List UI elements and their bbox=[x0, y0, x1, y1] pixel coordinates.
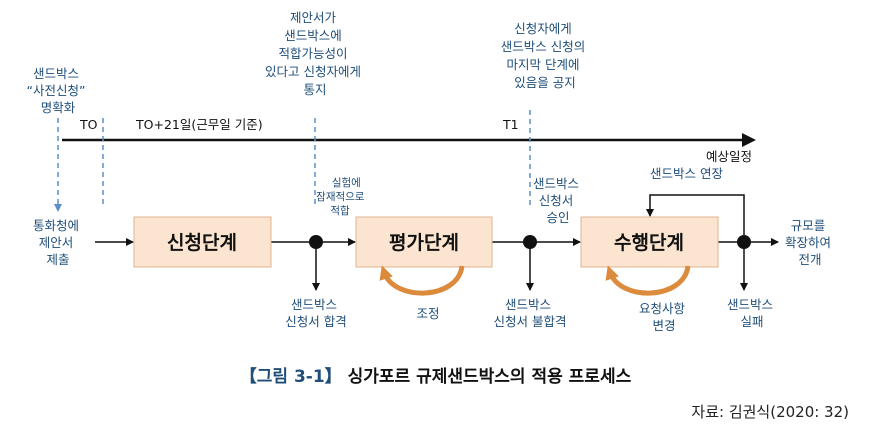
stage-label-exec: 수행단계 bbox=[614, 232, 684, 254]
note-announce: 신청자에게 샌드박스 신청의 마지막 단계에 있음을 공지 bbox=[501, 21, 589, 90]
stage-label-eval: 평가단계 bbox=[389, 232, 459, 254]
label-t0: TO bbox=[79, 117, 98, 132]
note-adjust: 조정 bbox=[416, 306, 439, 321]
figure-caption: 【그림 3-1】 싱가포르 규제샌드박스의 적용 프로세스 bbox=[0, 362, 871, 387]
note-approve: 샌드박스 신청서 승인 bbox=[533, 176, 583, 225]
node-after-exec bbox=[737, 235, 751, 249]
label-t21: TO+21일(근무일 기준) bbox=[135, 117, 263, 132]
label-expected: 예상일정 bbox=[706, 149, 752, 164]
node-after-apply bbox=[309, 235, 323, 249]
source-note: 자료: 김권식(2020: 32) bbox=[691, 403, 849, 421]
note-suitable: 제안서가 샌드박스에 적합가능성이 있다고 신청자에게 통지 bbox=[265, 10, 365, 97]
stage-label-apply: 신청단계 bbox=[167, 232, 237, 254]
stage-box-apply bbox=[133, 216, 272, 268]
note-scale: 규모를 확장하여 전개 bbox=[785, 218, 835, 267]
note-clarify: 샌드박스 “사전신청” 명확화 bbox=[27, 66, 90, 115]
note-change-req: 요청사항 변경 bbox=[639, 301, 689, 333]
node-after-eval bbox=[523, 235, 537, 249]
note-live-test: 실험에 잠재적으로 적합 bbox=[316, 177, 368, 217]
note-fail-app: 샌드박스 신청서 불합격 bbox=[494, 297, 567, 329]
caption-number: 【그림 3-1】 bbox=[239, 367, 342, 387]
stage-box-eval bbox=[355, 216, 493, 268]
label-t1: T1 bbox=[502, 117, 519, 132]
note-pass: 샌드박스 신청서 합격 bbox=[285, 297, 346, 329]
note-fail-sandbox: 샌드박스 실패 bbox=[727, 297, 777, 329]
stage-box-exec bbox=[580, 216, 719, 268]
caption-title: 싱가포르 규제샌드박스의 적용 프로세스 bbox=[347, 367, 632, 387]
orange-loop-change bbox=[605, 265, 691, 296]
note-extend: 샌드박스 연장 bbox=[650, 166, 723, 181]
orange-loop-adjust bbox=[379, 265, 465, 296]
note-submit: 통화청에 제안서 제출 bbox=[33, 218, 83, 267]
flow-extend-loop bbox=[646, 194, 745, 236]
process-diagram: 샌드박스 “사전신청” 명확화 제안서가 샌드박스에 적합가능성이 있다고 신청… bbox=[27, 10, 835, 333]
